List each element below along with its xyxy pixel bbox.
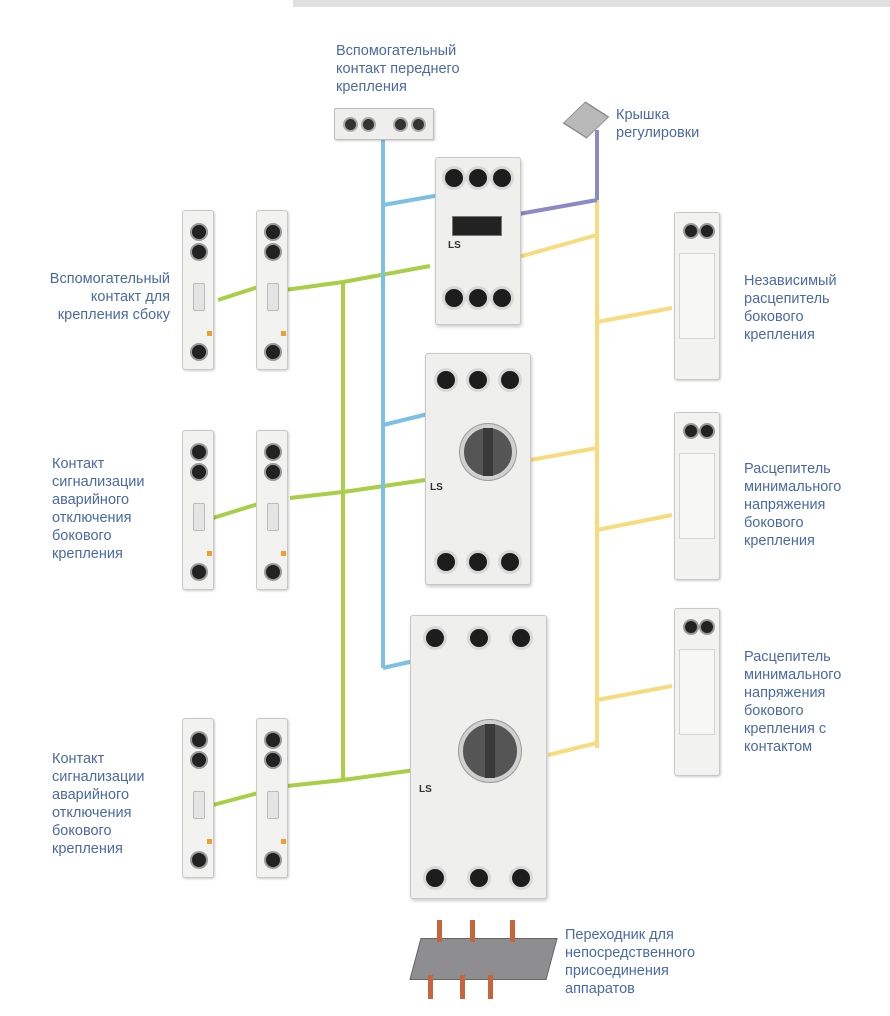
terminal [509, 626, 533, 650]
terminal [466, 166, 490, 190]
adapter-pin [437, 920, 442, 942]
terminal [498, 550, 522, 574]
yellow-branch-breaker-3 [547, 741, 598, 757]
adapter-pin [470, 920, 475, 942]
top-bar [293, 0, 890, 7]
adapter-pin [460, 975, 465, 999]
green-line-alarm2-1 [212, 791, 259, 807]
trip-alarm-contact-image [182, 430, 214, 590]
terminal [434, 368, 458, 392]
busbar-adapter-image [409, 938, 558, 980]
green-line-breaker-1 [342, 264, 431, 284]
green-connectors [212, 264, 431, 807]
blue-branch-2 [382, 411, 433, 427]
terminal [467, 626, 491, 650]
green-line-breaker-3 [342, 768, 416, 782]
undervoltage-release-image [674, 412, 720, 580]
terminal [466, 368, 490, 392]
terminal [498, 368, 522, 392]
side-aux-contact-image-2 [256, 210, 288, 370]
yellow-connectors [514, 180, 673, 757]
undervoltage-release-contact-image [674, 608, 720, 776]
green-line-alarm2-2 [286, 778, 344, 788]
setting-window [452, 216, 502, 236]
green-line-alarm1-2 [289, 490, 344, 500]
terminal [466, 286, 490, 310]
shunt-release-image [674, 212, 720, 380]
terminal [466, 550, 490, 574]
terminal [490, 166, 514, 190]
yellow-branch-breaker-1 [514, 233, 598, 260]
brand-logo: LS [430, 482, 443, 493]
breaker-small: LS [435, 157, 521, 325]
yellow-branch-uv [596, 513, 673, 532]
terminal [423, 866, 447, 890]
terminal [490, 286, 514, 310]
trip-alarm-contact-image-4 [256, 718, 288, 878]
blue-branch-1 [382, 193, 441, 207]
terminal [434, 550, 458, 574]
terminal [467, 866, 491, 890]
green-line-side-aux-2 [284, 280, 344, 292]
rotary-knob [459, 720, 521, 782]
terminal [442, 166, 466, 190]
brand-logo: LS [419, 784, 432, 795]
terminal [411, 117, 426, 132]
yellow-branch-uvc [596, 684, 673, 702]
breaker-medium: LS [425, 353, 531, 585]
yellow-branch-shunt [596, 306, 673, 324]
green-line-alarm1-1 [212, 502, 259, 520]
side-aux-contact-image [182, 210, 214, 370]
terminal [423, 626, 447, 650]
adapter-pin [488, 975, 493, 999]
breaker-large: LS [410, 615, 547, 899]
adapter-pin [510, 920, 515, 942]
front-aux-contact-image [334, 108, 434, 140]
terminal [509, 866, 533, 890]
green-line-side-aux-1 [217, 285, 259, 302]
rotary-knob [460, 424, 516, 480]
adapter-pin [428, 975, 433, 999]
trip-alarm-contact-image-3 [182, 718, 214, 878]
yellow-branch-breaker-2 [529, 446, 598, 462]
brand-logo: LS [448, 240, 461, 251]
trip-alarm-contact-image-2 [256, 430, 288, 590]
terminal [343, 117, 358, 132]
terminal [393, 117, 408, 132]
terminal [442, 286, 466, 310]
terminal [361, 117, 376, 132]
